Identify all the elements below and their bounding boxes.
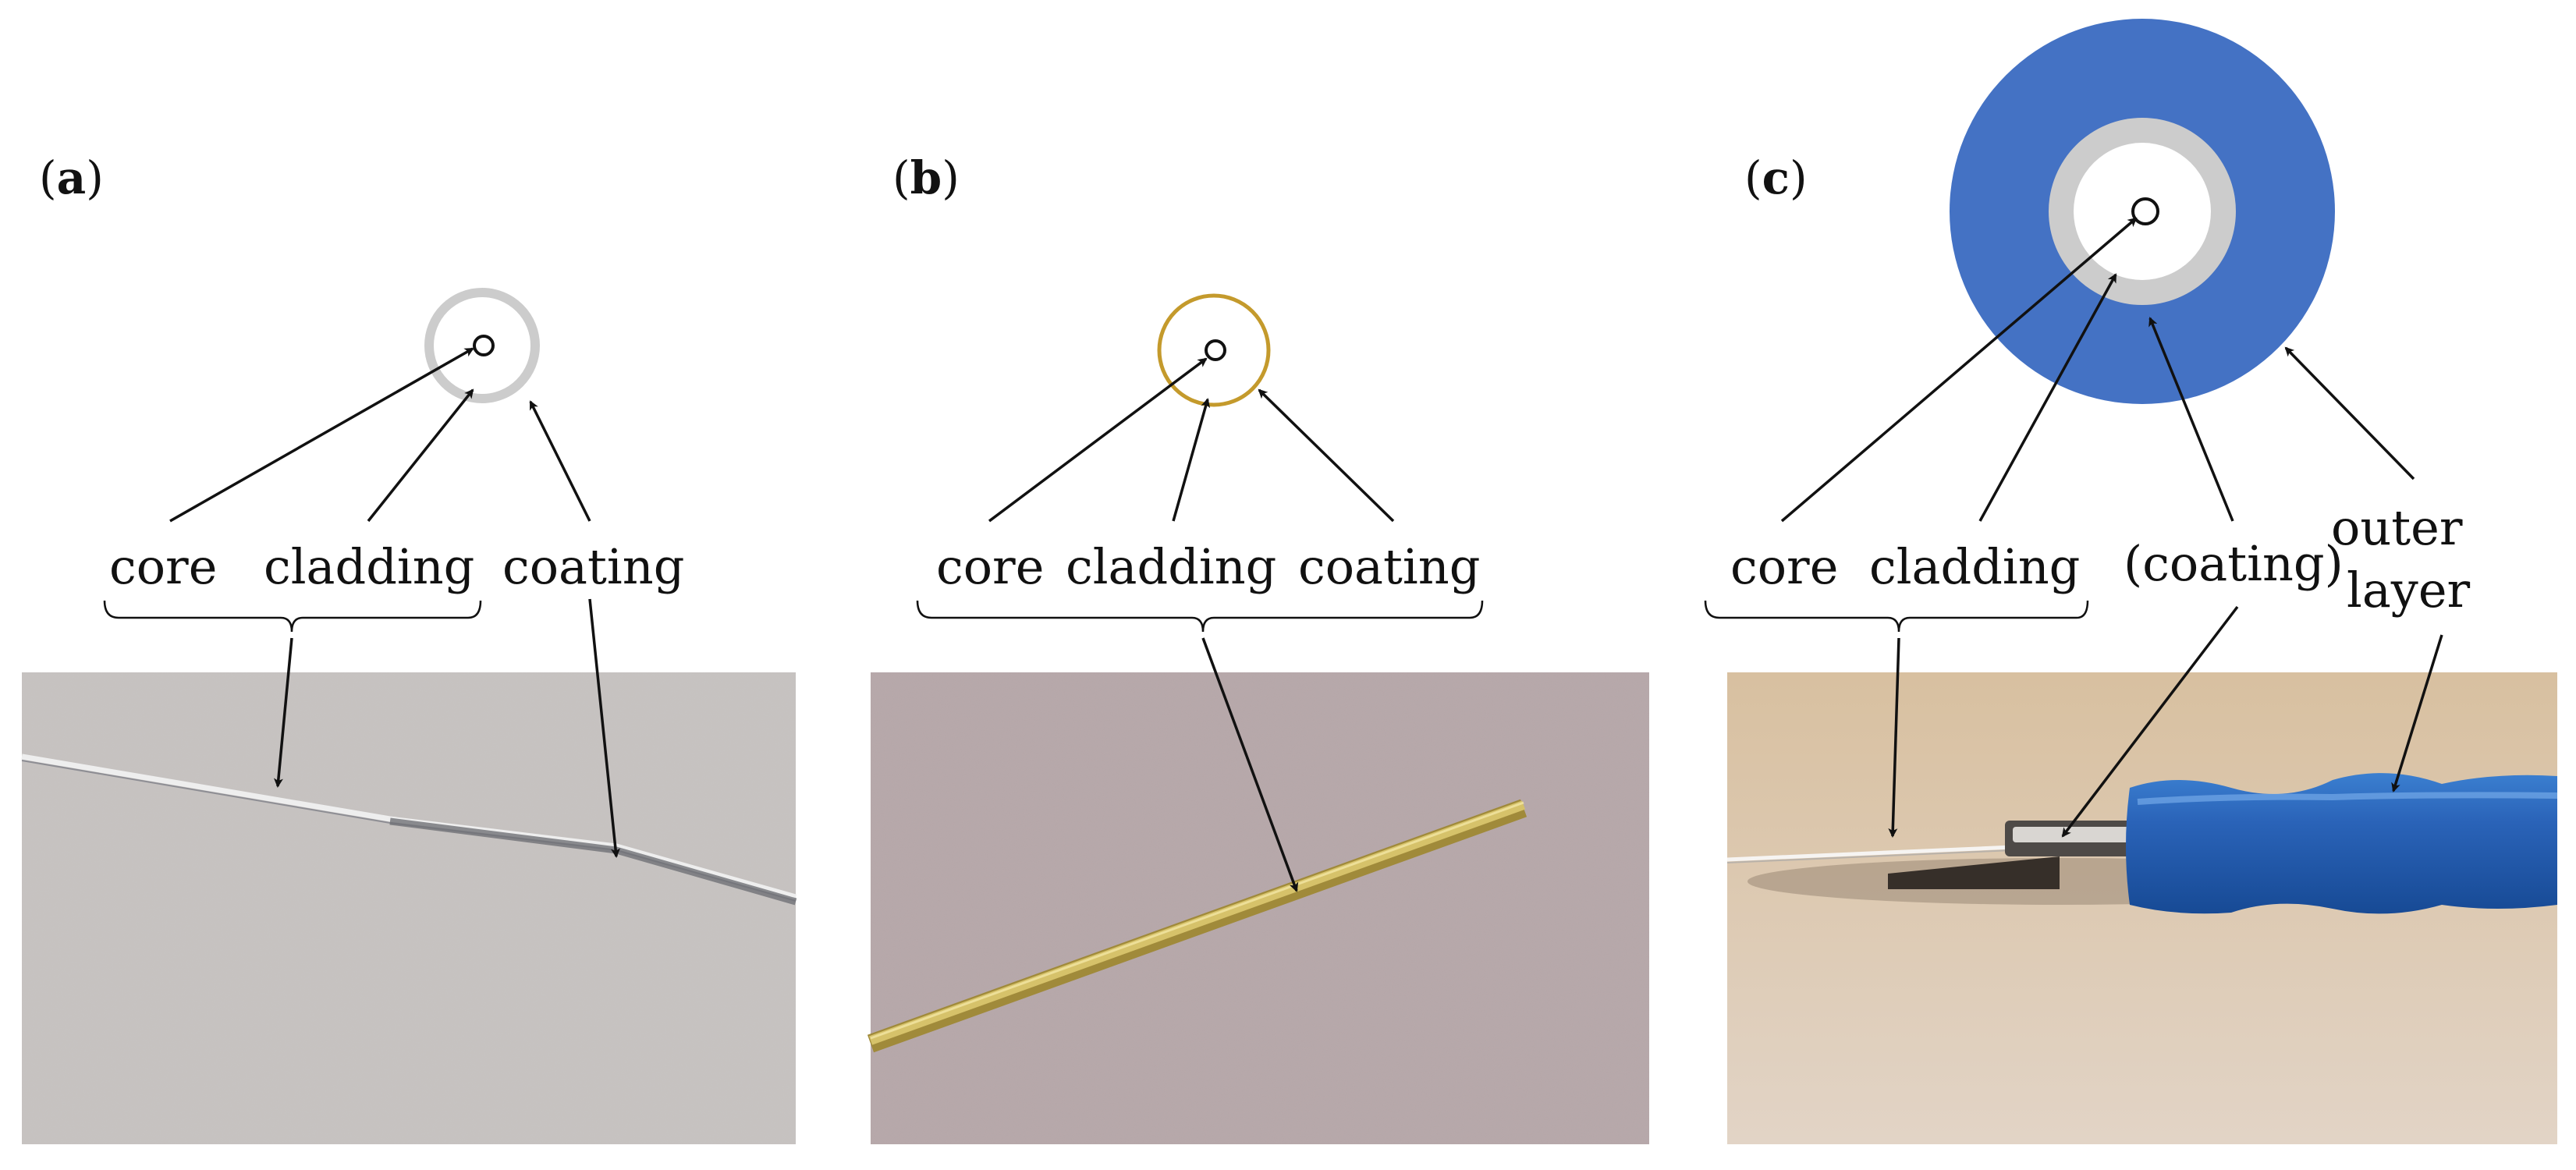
panel-a-brace-icon [103,600,482,633]
panel-c-brace-icon [1704,600,2089,633]
panel-a-cladding-label: cladding [264,538,474,595]
arrow-icon [273,637,293,788]
panel-b-cross-section [1157,293,1271,407]
arrow-icon [1780,217,2138,523]
panel-c-coating-label: (coating) [2124,535,2344,592]
panel-b-arrows [988,357,1395,892]
panel-b-brace-icon [916,600,1484,633]
arrow-icon [1172,398,1211,522]
arrow-icon [588,598,620,858]
panel-c-cross-section [1950,19,2335,404]
panel-b-cladding-label: cladding [1066,538,1276,595]
arrow-icon [2061,605,2239,838]
panel-c-core-label: core [1730,538,1838,595]
panel-c-photo [1726,672,2558,1144]
panel-c-cladding-label: cladding [1869,538,2080,595]
arrow-icon [1978,273,2117,522]
panel-a-photo [21,672,797,1144]
arrow-icon [367,388,474,523]
panel-b-core-circle [1205,339,1226,361]
arrow-icon [988,357,1208,523]
panel-c-core-circle [2131,197,2159,225]
arrow-icon [2148,317,2234,522]
panel-b: (b) core cladding coating [867,151,1649,1144]
panel-b-label: (b) [892,151,960,204]
panel-b-coating-label: coating [1298,538,1480,595]
panel-a-core-circle [473,335,495,356]
arrow-icon [1258,388,1395,523]
arrow-icon [2391,634,2443,792]
panel-a-core-label: core [109,538,217,595]
panel-c-arrows [1780,217,2443,838]
arrow-icon [2284,346,2415,480]
panel-a-coating-label: coating [502,538,684,595]
panel-a-label: (a) [39,151,104,204]
arrow-icon [1888,637,1900,838]
arrow-icon [169,347,474,523]
panel-c-layer-label: layer [2347,562,2471,619]
panel-a-arrows [169,347,620,858]
panel-c-label: (c) [1744,151,1808,204]
arrow-icon [529,400,591,522]
panel-b-photo [867,672,1649,1144]
panel-b-core-label: core [936,538,1044,595]
panel-a: (a) core cladding coating [21,151,797,1144]
arrow-icon [1201,637,1299,892]
panel-c: (c) core cladding (coating) outer layer [1704,19,2558,1144]
panel-a-cross-section [424,288,540,403]
panel-c-outer-label: outer [2331,499,2463,556]
